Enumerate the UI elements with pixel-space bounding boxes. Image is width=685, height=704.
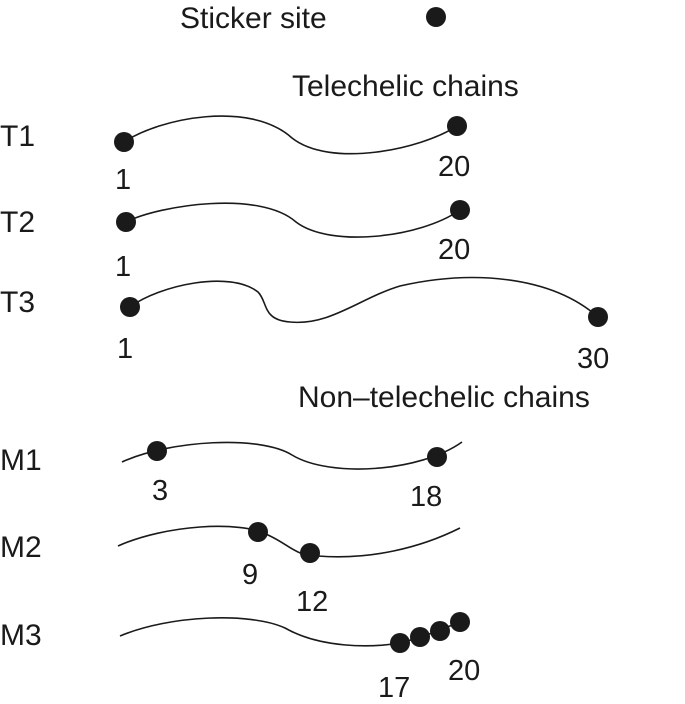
chain-label: T1	[0, 120, 35, 153]
chain-backbone	[125, 202, 461, 238]
legend-sticker-dot	[426, 7, 446, 27]
sticker-dot-first	[248, 522, 268, 542]
chain-backbone	[123, 115, 458, 155]
sticker-dot-3	[430, 621, 450, 641]
chain-m2: M2 9 12	[0, 522, 461, 618]
chain-label: T2	[0, 206, 35, 239]
chain-m1: M1 3 18	[0, 441, 463, 513]
sticker-dot-4	[450, 612, 470, 632]
sticker-dot-end	[450, 200, 470, 220]
chain-label: M2	[0, 531, 42, 564]
sticker-index-end: 20	[438, 151, 470, 183]
sticker-dot-end	[588, 307, 608, 327]
sticker-dot-2	[410, 627, 430, 647]
sticker-index-end: 30	[577, 343, 609, 375]
sticker-index-last: 20	[448, 655, 480, 687]
chain-label: M1	[0, 444, 42, 477]
sticker-index-end: 20	[438, 234, 470, 266]
sticker-index-first: 9	[242, 559, 258, 591]
chain-t2: T2 1 20	[0, 200, 470, 283]
chain-label: T3	[0, 286, 35, 319]
sticker-dot-1	[390, 633, 410, 653]
sticker-index-first: 3	[152, 475, 168, 507]
sticker-dot-end	[447, 116, 467, 136]
sticker-index-second: 18	[410, 481, 442, 513]
chain-m3: M3 17 20	[0, 612, 480, 704]
sticker-dot-start	[116, 212, 136, 232]
sticker-dot-second	[300, 543, 320, 563]
sticker-index-first: 17	[378, 672, 410, 704]
non-telechelic-header: Non–telechelic chains	[298, 381, 590, 414]
sticker-dot-second	[427, 447, 447, 467]
chain-backbone	[121, 441, 463, 470]
sticker-dot-start	[114, 132, 134, 152]
chain-backbone	[129, 276, 599, 324]
legend-label: Sticker site	[180, 2, 327, 35]
chain-t1: T1 1 20	[0, 115, 470, 196]
sticker-index-start: 1	[115, 164, 131, 196]
telechelic-header: Telechelic chains	[292, 70, 519, 103]
sticker-index-second: 12	[296, 586, 328, 618]
chain-label: M3	[0, 619, 42, 652]
chain-t3: T3 1 30	[0, 276, 609, 375]
sticker-index-start: 1	[115, 251, 131, 283]
sticker-dot-start	[120, 297, 140, 317]
chain-backbone	[117, 525, 461, 558]
sticker-index-start: 1	[117, 333, 133, 365]
sticker-dot-first	[147, 441, 167, 461]
